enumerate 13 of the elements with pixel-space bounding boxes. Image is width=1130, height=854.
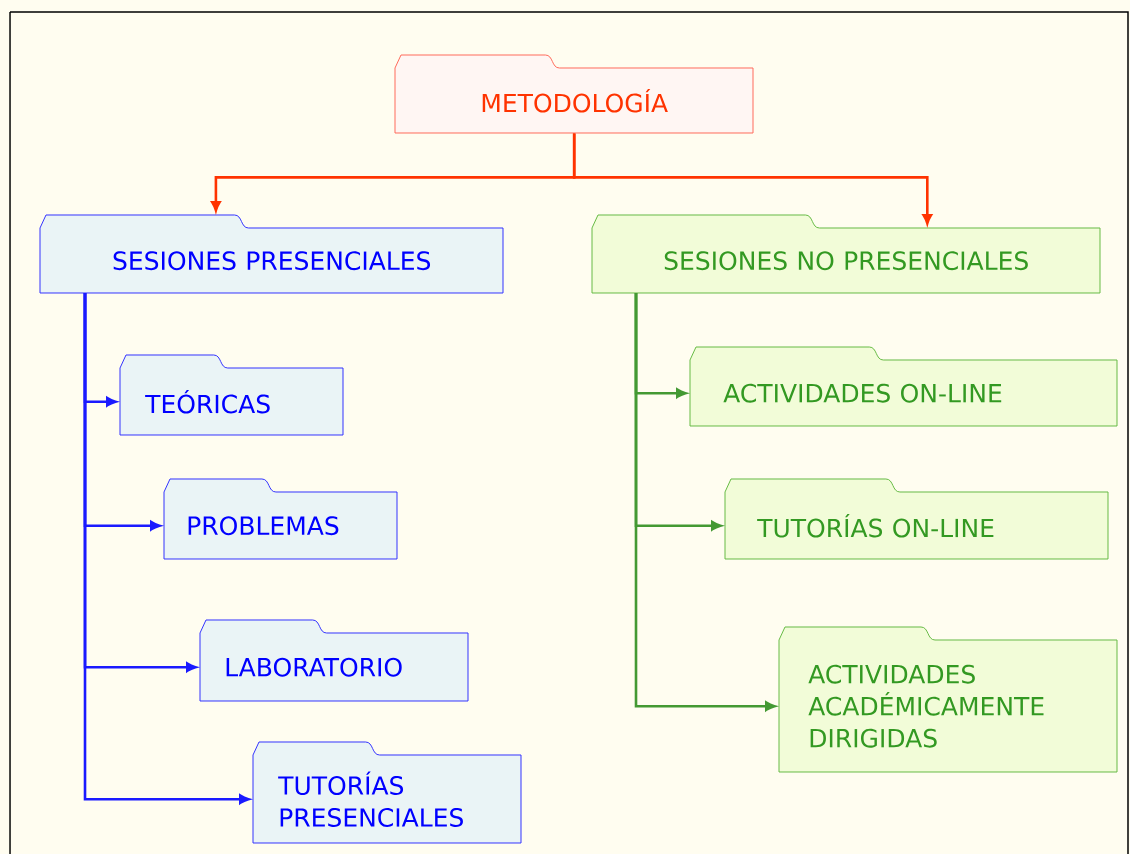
folder-box: TEÓRICAS	[119, 354, 344, 436]
folder-box: LABORATORIO	[199, 619, 469, 702]
arrow	[634, 293, 776, 712]
folder-box: TUTORÍAS PRESENCIALES	[252, 741, 522, 844]
arrow	[83, 293, 250, 805]
folder-box: ACTIVIDADES ON-LINE	[689, 346, 1118, 427]
folder-box: PROBLEMAS	[163, 478, 398, 560]
folder-box: SESIONES PRESENCIALES	[39, 214, 504, 294]
folder-box: ACTIVIDADES ACADÉMICAMENTE DIRIGIDAS	[778, 626, 1118, 773]
folder-box: SESIONES NO PRESENCIALES	[591, 214, 1101, 294]
folder-box: TUTORÍAS ON-LINE	[724, 478, 1109, 560]
arrow	[572, 133, 933, 225]
folder-box: METODOLOGÍA	[394, 54, 754, 134]
